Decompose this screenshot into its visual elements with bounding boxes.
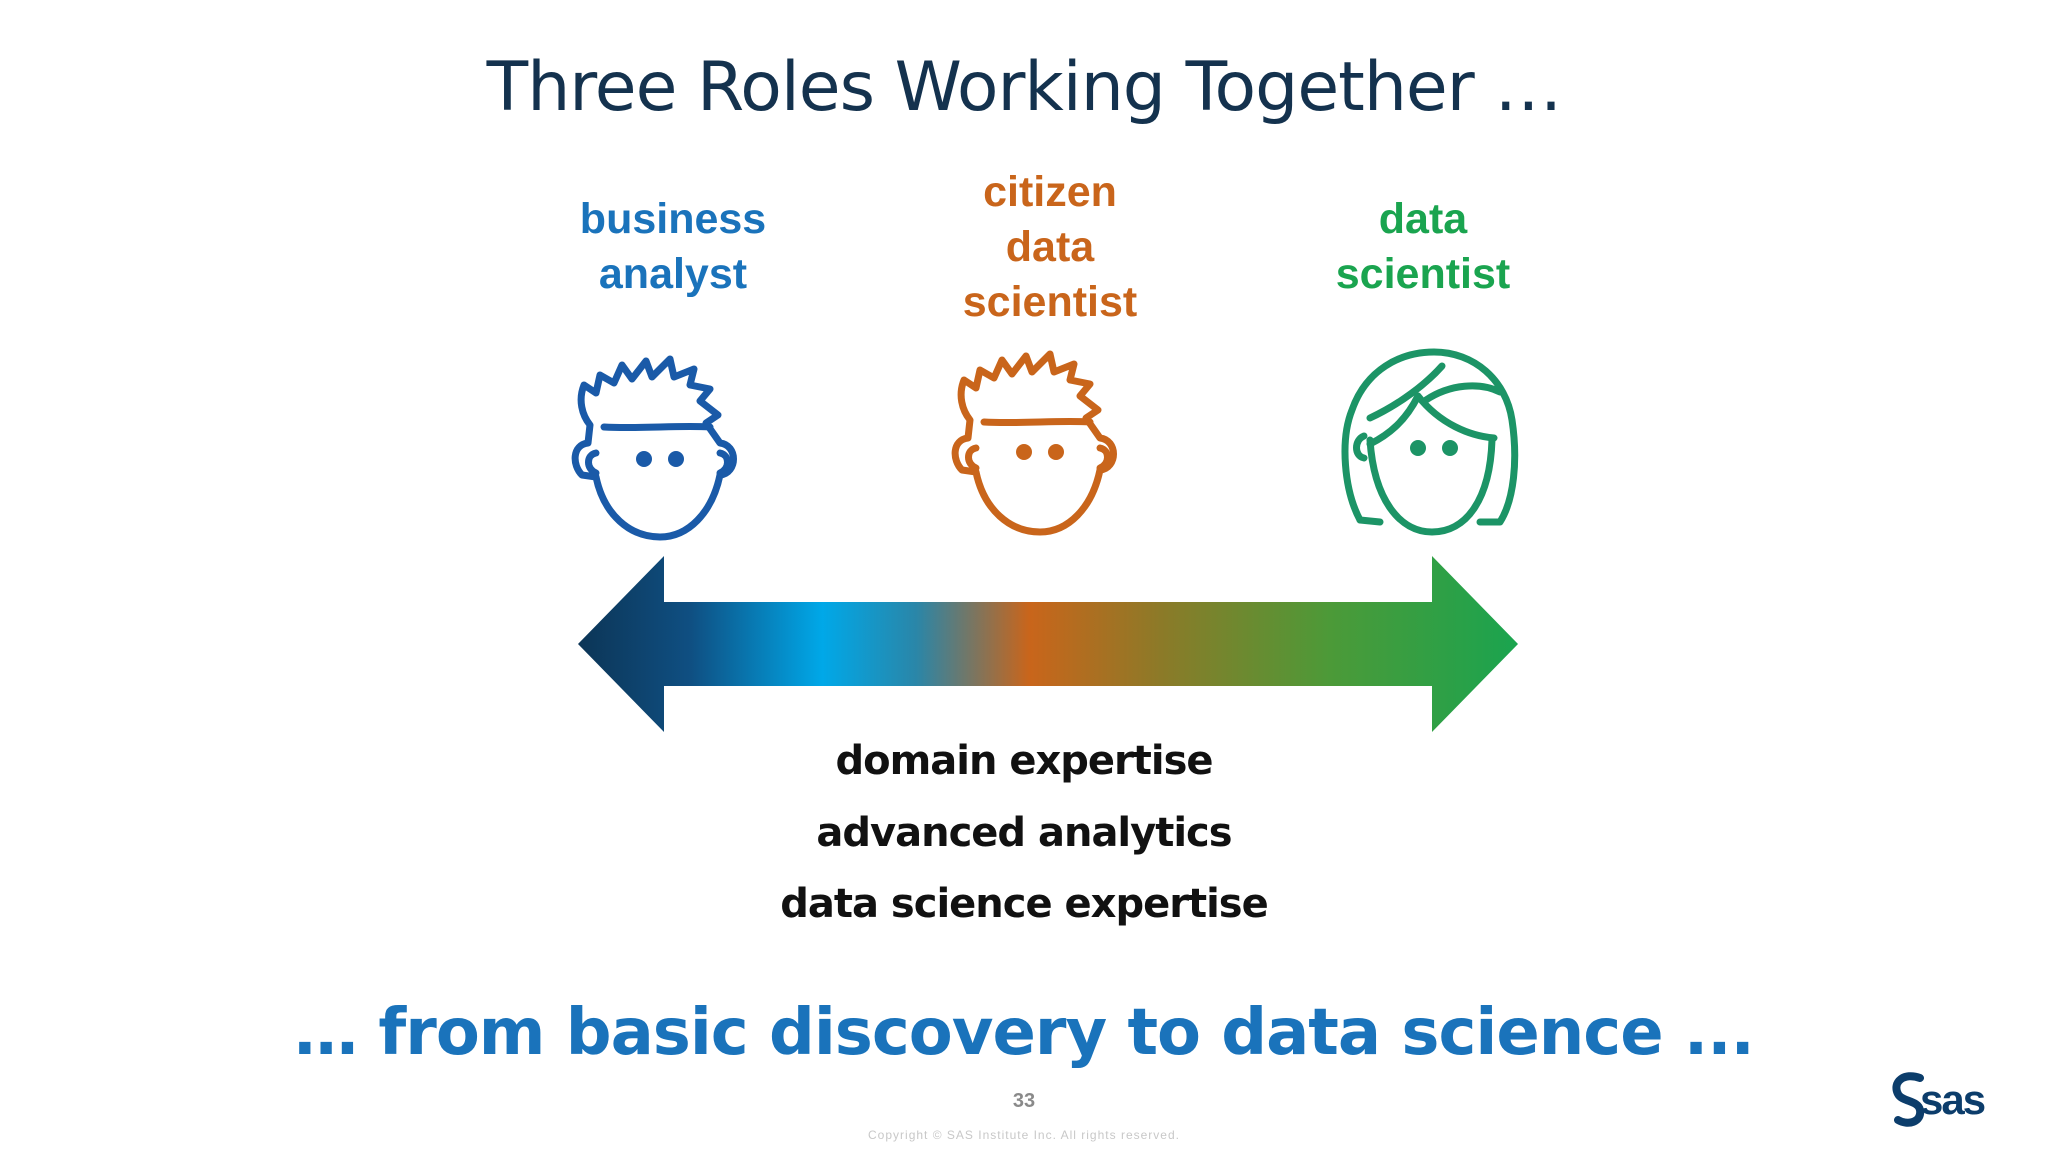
- sas-logo: sas: [1890, 1070, 2030, 1130]
- slide-tagline: … from basic discovery to data science .…: [294, 996, 1755, 1070]
- role-label-citizen-data-scientist: citizen data scientist: [890, 165, 1210, 330]
- expertise-item: domain expertise: [835, 738, 1213, 784]
- copyright-notice: Copyright © SAS Institute Inc. All right…: [868, 1128, 1180, 1142]
- role-label-line: scientist: [962, 278, 1138, 326]
- role-label-line: business: [579, 195, 767, 243]
- data-scientist-face-icon: [1341, 348, 1519, 536]
- business-analyst-face-icon: [571, 355, 737, 541]
- page-number: 33: [1012, 1090, 1036, 1112]
- role-label-line: citizen: [983, 168, 1117, 216]
- role-label-business-analyst: business analyst: [513, 192, 833, 302]
- role-label-line: analyst: [598, 250, 748, 298]
- role-label-line: scientist: [1335, 250, 1511, 298]
- sas-logo-icon: [1892, 1072, 1925, 1127]
- sas-logo-text: sas: [1920, 1076, 1986, 1123]
- role-label-data-scientist: data scientist: [1263, 192, 1583, 302]
- role-label-line: data: [1378, 195, 1468, 243]
- expertise-spectrum-arrow: [578, 556, 1518, 732]
- role-label-line: data: [1005, 223, 1095, 271]
- citizen-data-scientist-face-icon: [951, 350, 1117, 536]
- expertise-item: advanced analytics: [816, 810, 1232, 856]
- expertise-item: data science expertise: [780, 881, 1268, 927]
- slide-title: Three Roles Working Together …: [486, 48, 1563, 127]
